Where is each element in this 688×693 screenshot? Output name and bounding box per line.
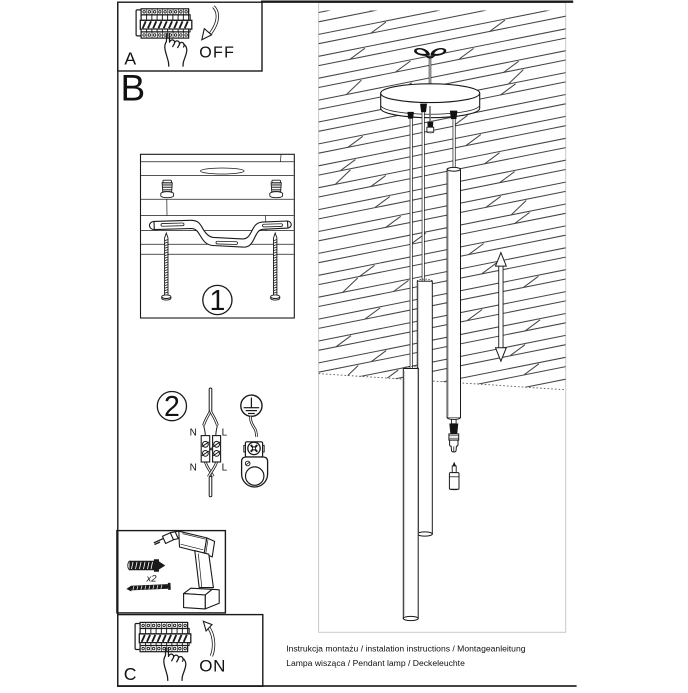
svg-text:C: C — [124, 664, 137, 684]
svg-text:N: N — [190, 463, 197, 474]
svg-text:x2: x2 — [146, 574, 158, 585]
svg-text:N: N — [190, 427, 197, 438]
svg-text:1: 1 — [209, 285, 225, 317]
svg-text:ON: ON — [199, 657, 226, 676]
svg-text:B: B — [121, 68, 146, 109]
svg-text:2: 2 — [164, 391, 180, 423]
svg-text:OFF: OFF — [199, 44, 235, 61]
svg-text:L: L — [222, 463, 228, 474]
svg-text:Lampa wisząca / Pendant lamp /: Lampa wisząca / Pendant lamp / Deckeleuc… — [286, 658, 465, 668]
svg-text:A: A — [124, 49, 136, 69]
svg-text:L: L — [222, 427, 228, 438]
svg-text:Instrukcja montażu / instalati: Instrukcja montażu / instalation instruc… — [286, 643, 526, 653]
